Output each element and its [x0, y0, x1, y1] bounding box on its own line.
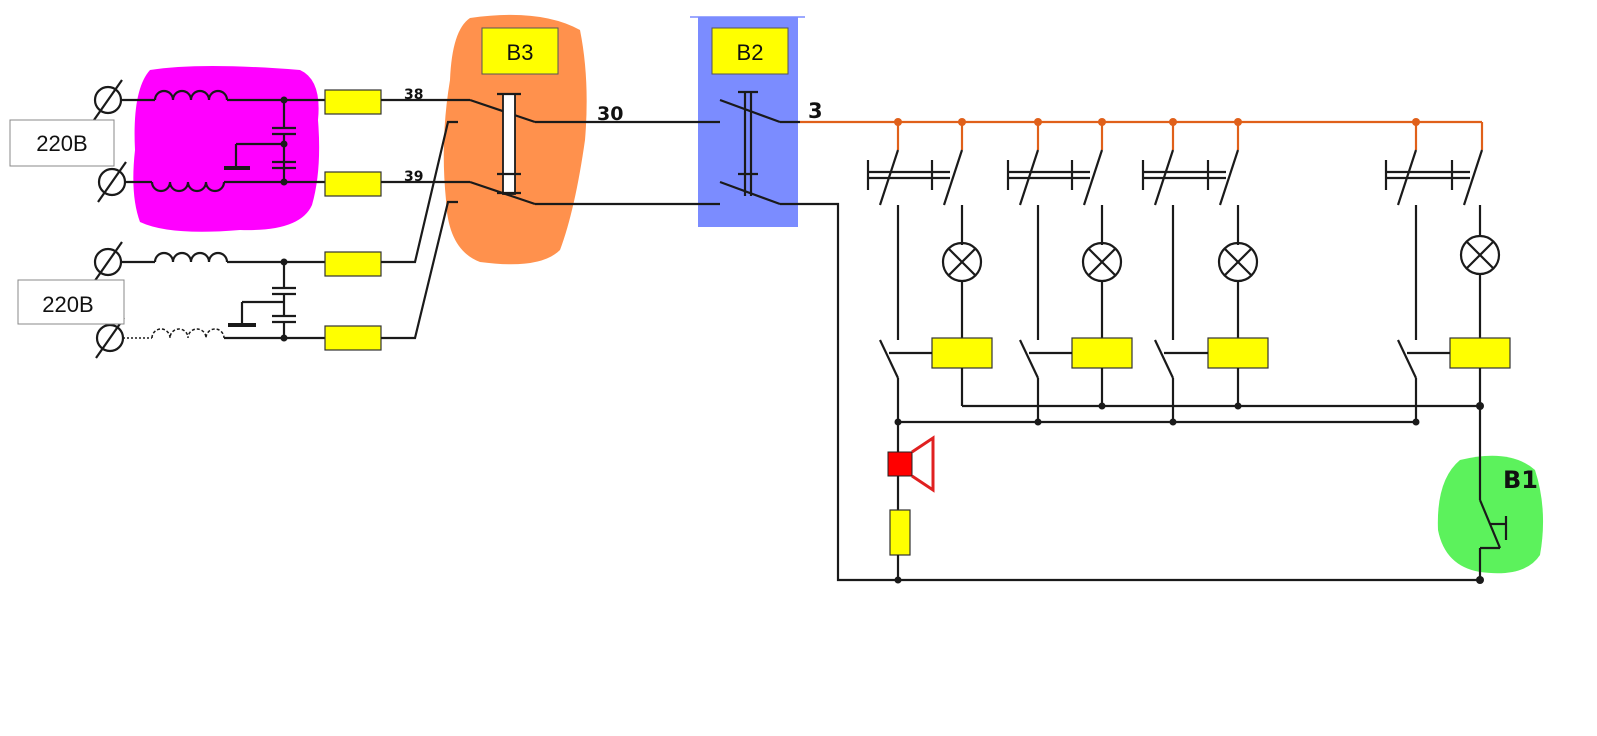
b1-highlight: [1437, 455, 1544, 574]
inductor-icon: [150, 181, 226, 193]
wire-label-38: 38: [404, 87, 423, 103]
fuse-icon: [324, 171, 382, 197]
source-1-label: 220В: [36, 131, 87, 156]
branch-4: [1384, 118, 1511, 422]
wire-label-39: 39: [404, 169, 423, 185]
source-2-label: 220В: [42, 292, 93, 317]
relay-coil-icon: [1449, 337, 1511, 369]
b1-label: В1: [1503, 466, 1538, 494]
terminal-icon: [97, 161, 127, 203]
switch-icon: [866, 149, 964, 206]
switch-icon: [1141, 149, 1240, 206]
lamp-icon: [1459, 234, 1501, 276]
siren-icon: [887, 435, 935, 493]
capacitor-icon: [272, 262, 296, 338]
fuse-icon: [324, 89, 382, 115]
source-1-label-box: [9, 119, 115, 167]
wire-label-30: 30: [597, 103, 623, 125]
fuse-icon: [324, 251, 382, 277]
inductor-icon: [153, 89, 229, 101]
lamp-icon: [1217, 241, 1259, 283]
wire-label-3: 3: [808, 99, 823, 123]
lamp-icon: [1081, 241, 1123, 283]
branch-3: [1141, 118, 1269, 422]
lamp-icon: [941, 241, 983, 283]
ground-icon: [224, 142, 284, 170]
inductor-icon: [153, 251, 229, 263]
source-2-label-box: [17, 279, 125, 325]
switch-icon: [1384, 149, 1484, 206]
source-1: [93, 79, 325, 203]
capacitor-icon: [272, 100, 296, 182]
b2-label-box: [711, 27, 789, 75]
relay-coil-icon: [931, 337, 993, 369]
terminal-icon: [93, 79, 123, 121]
switch-icon: [1006, 149, 1104, 206]
fuse-icon: [324, 325, 382, 351]
b2-label: В2: [737, 40, 764, 65]
branch-2: [1006, 118, 1133, 422]
b3-label-box: [481, 27, 559, 75]
b3-label: В3: [507, 40, 534, 65]
return-wire: [800, 202, 1480, 582]
relay-coil-icon: [1071, 337, 1133, 369]
b2-switch: В2: [711, 27, 800, 206]
source-2: [93, 241, 325, 359]
terminal-icon: [93, 241, 123, 283]
pushbutton-icon: [1478, 499, 1508, 580]
branch-1: [866, 118, 993, 422]
fuse-icon: [889, 509, 911, 556]
ground-icon: [228, 300, 284, 327]
b3-switch: В3: [469, 27, 720, 206]
inductor-icon: [151, 328, 225, 339]
relay-coil-icon: [1207, 337, 1269, 369]
